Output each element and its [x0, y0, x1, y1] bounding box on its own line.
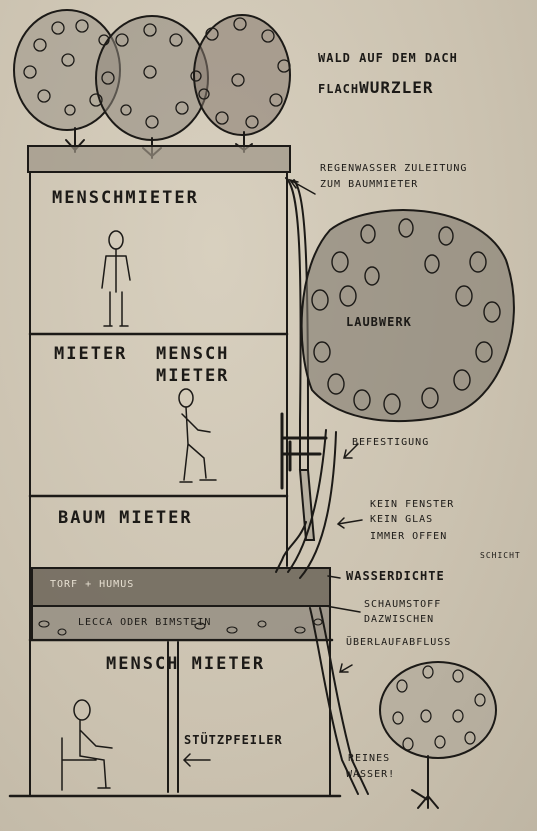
small-tree [379, 661, 497, 809]
annotation-clean-water-1: REINES [348, 753, 391, 764]
annotation-overflow: ÜBERLAUFABFLUSS [346, 637, 452, 648]
person-sitting [61, 699, 113, 791]
person-standing [101, 230, 131, 327]
floor-label-bottom: MENSCH MIETER [106, 654, 266, 674]
support-pillar [167, 641, 179, 793]
layer-label-peat: TORF + HUMUS [50, 579, 135, 590]
title-emphasis: WURZLER [359, 78, 434, 97]
annotation-mount: BEFESTIGUNG [352, 437, 430, 448]
rain-pipe [285, 177, 302, 471]
peat-humus-layer [31, 567, 331, 607]
roof-soil-slab [27, 145, 291, 173]
annotation-foliage: LAUBWERK [346, 315, 412, 329]
leca-pumice-layer [31, 605, 331, 641]
annotation-waterproof: WASSERDICHTE [346, 569, 445, 583]
tree-foliage [300, 209, 515, 423]
roof-tree-2 [95, 15, 209, 159]
annotation-pillar: STÜTZPFEILER [184, 733, 283, 747]
title-prefix: FLACH [318, 82, 360, 96]
annotation-clean-water-2: WASSER! [346, 769, 396, 780]
person-walking [178, 388, 217, 483]
layer-label-leca: LECCA ODER BIMSTEIN [78, 617, 212, 628]
annotation-foam-1: SCHAUMSTOFF [364, 599, 442, 610]
floor-label-top: MENSCHMIETER [52, 188, 199, 208]
annotation-window-2: KEIN GLAS [370, 514, 434, 525]
floor-label-second-right-1: MENSCH [156, 344, 230, 364]
tree-trunk [287, 429, 327, 573]
annotation-window-1: KEIN FENSTER [370, 499, 455, 510]
title-line-2: FLACHWURZLER [318, 80, 434, 96]
floor-label-second-left: MIETER [54, 344, 128, 364]
roof-tree-3 [193, 14, 291, 153]
floor-label-second-right-2: MIETER [156, 366, 230, 386]
annotation-foam-2: DAZWISCHEN [364, 614, 435, 625]
annotation-layer-word: SCHICHT [480, 551, 521, 560]
annotation-rainwater-2: ZUM BAUMMIETER [320, 179, 419, 190]
annotation-window-3: IMMER OFFEN [370, 531, 448, 542]
annotation-rainwater-1: REGENWASSER ZULEITUNG [320, 163, 468, 174]
floor-label-tree-tenant: BAUM MIETER [58, 508, 193, 528]
mount-bracket [280, 412, 328, 490]
overflow-pipe [309, 607, 359, 795]
title-line-1: WALD AUF DEM DACH [318, 51, 458, 65]
